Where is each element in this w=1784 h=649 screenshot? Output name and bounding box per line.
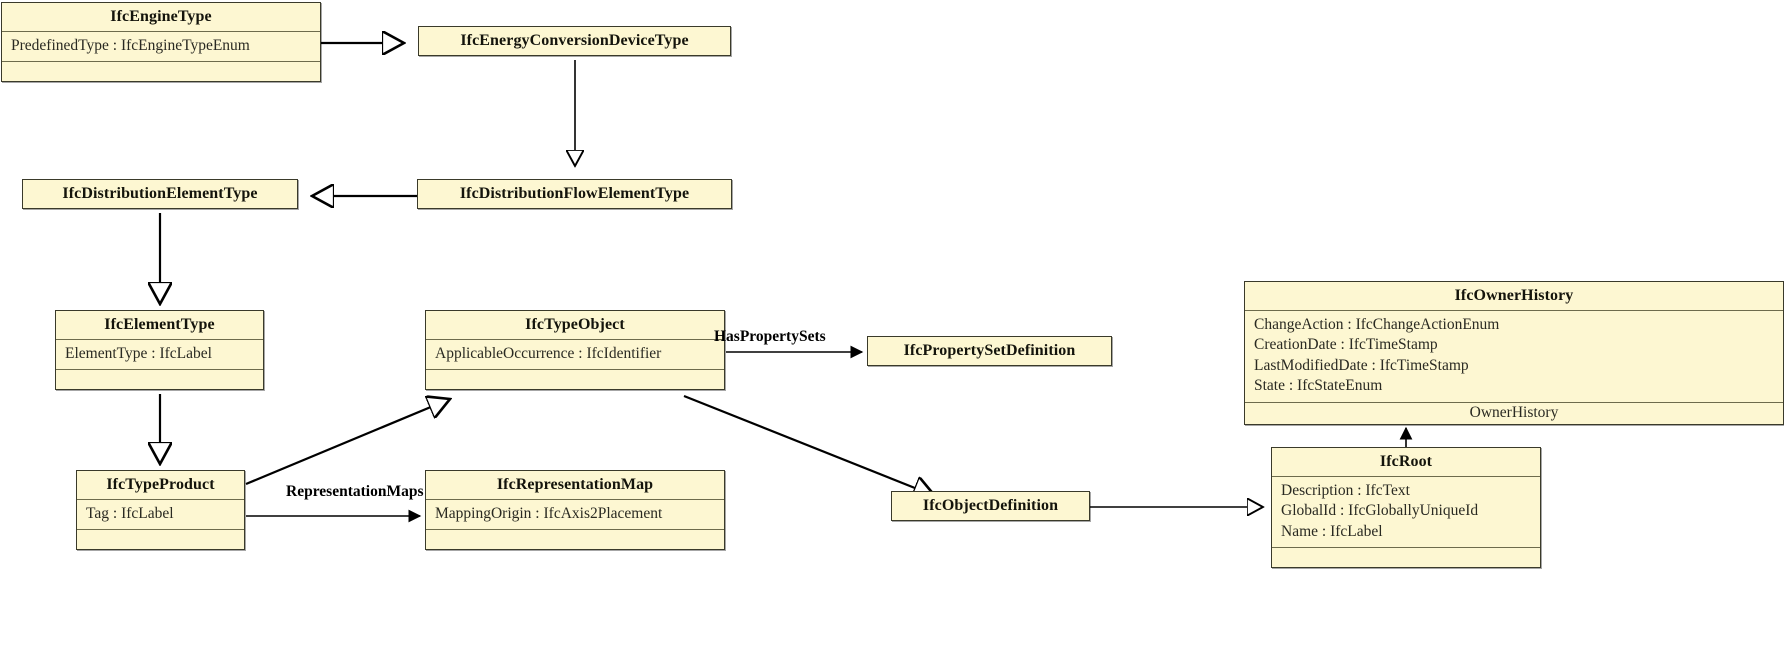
class-box-ifc-distribution-flow-element-type[interactable]: IfcDistributionFlowElementType: [417, 179, 732, 209]
compartment-divider: [56, 339, 263, 340]
class-title: IfcDistributionFlowElementType: [459, 185, 690, 202]
compartment-divider: [426, 369, 724, 371]
class-attributes: ChangeAction : IfcChangeActionEnum Creat…: [1245, 311, 1783, 402]
attribute-row: Name : IfcLabel: [1281, 522, 1383, 540]
class-attributes: ElementType : IfcLabel: [56, 340, 263, 369]
attribute-row: Description : IfcText: [1281, 482, 1410, 499]
attribute-row: State : IfcStateEnum: [1254, 377, 1383, 395]
edge-typeproduct-to-typeobject: [245, 399, 450, 486]
class-title: IfcEnergyConversionDeviceType: [460, 32, 689, 49]
class-attributes: MappingOrigin : IfcAxis2Placement: [426, 500, 724, 529]
class-title: IfcOwnerHistory: [1454, 287, 1574, 304]
class-box-ifc-property-set-definition[interactable]: IfcPropertySetDefinition: [867, 336, 1112, 366]
attribute-row: CreationDate : IfcTimeStamp: [1254, 336, 1438, 354]
empty-compartment: [1272, 548, 1540, 567]
class-box-ifc-object-definition[interactable]: IfcObjectDefinition: [891, 491, 1090, 521]
class-title: IfcPropertySetDefinition: [903, 342, 1076, 359]
class-attributes: Description : IfcText GlobalId : IfcGlob…: [1272, 477, 1540, 547]
attribute-row: LastModifiedDate : IfcTimeStamp: [1254, 356, 1469, 374]
compartment-divider: [426, 499, 724, 500]
attribute-row: MappingOrigin : IfcAxis2Placement: [435, 505, 663, 522]
compartment-divider: [426, 529, 724, 531]
class-title: IfcTypeObject: [525, 316, 625, 333]
class-title: IfcTypeProduct: [106, 476, 215, 493]
empty-compartment: [426, 530, 724, 549]
compartment-divider: [77, 499, 244, 500]
compartment-divider: [1272, 476, 1540, 477]
attribute-row: Tag : IfcLabel: [86, 505, 174, 522]
class-box-ifc-owner-history[interactable]: IfcOwnerHistory ChangeAction : IfcChange…: [1244, 281, 1784, 425]
class-box-ifc-element-type[interactable]: IfcElementType ElementType : IfcLabel: [55, 310, 264, 391]
class-title: IfcObjectDefinition: [922, 497, 1059, 514]
compartment-divider: [2, 61, 320, 63]
attribute-row: GlobalId : IfcGloballyUniqueId: [1281, 502, 1479, 520]
empty-compartment: [426, 370, 724, 389]
compartment-divider: [426, 339, 724, 340]
attribute-row: ElementType : IfcLabel: [65, 345, 212, 362]
class-box-ifc-representation-map[interactable]: IfcRepresentationMap MappingOrigin : Ifc…: [425, 470, 725, 551]
empty-compartment: [56, 370, 263, 389]
compartment-divider: [77, 529, 244, 531]
class-title: IfcEngineType: [110, 8, 212, 25]
compartment-divider: [1272, 547, 1540, 549]
class-attributes: PredefinedType : IfcEngineTypeEnum: [2, 32, 320, 61]
edge-label-representation-maps: RepresentationMaps: [286, 483, 424, 500]
class-title: IfcElementType: [104, 316, 215, 333]
compartment-divider: [1245, 310, 1783, 311]
class-box-ifc-root[interactable]: IfcRoot Description : IfcText GlobalId :…: [1271, 447, 1541, 569]
compartment-divider: [56, 369, 263, 371]
class-box-ifc-distribution-element-type[interactable]: IfcDistributionElementType: [22, 179, 298, 209]
class-box-ifc-type-object[interactable]: IfcTypeObject ApplicableOccurrence : Ifc…: [425, 310, 725, 391]
compartment-divider: [2, 31, 320, 32]
class-title: IfcRepresentationMap: [496, 476, 654, 493]
class-box-ifc-energy-conversion-device-type[interactable]: IfcEnergyConversionDeviceType: [418, 26, 731, 56]
class-title: IfcDistributionElementType: [62, 185, 258, 202]
class-attributes: Tag : IfcLabel: [77, 500, 244, 529]
attribute-row: ApplicableOccurrence : IfcIdentifier: [435, 345, 662, 362]
class-box-ifc-type-product[interactable]: IfcTypeProduct Tag : IfcLabel: [76, 470, 245, 551]
empty-compartment: [2, 62, 320, 81]
class-title: IfcRoot: [1379, 453, 1433, 470]
edge-label-has-property-sets: HasPropertySets: [714, 328, 826, 345]
class-attributes: ApplicableOccurrence : IfcIdentifier: [426, 340, 724, 369]
empty-compartment: [77, 530, 244, 549]
compartment-divider: [1245, 401, 1783, 403]
attribute-row: ChangeAction : IfcChangeActionEnum: [1254, 316, 1500, 333]
class-footer-owner-history: OwnerHistory: [1469, 403, 1559, 421]
class-box-ifc-engine-type[interactable]: IfcEngineType PredefinedType : IfcEngine…: [1, 2, 321, 83]
attribute-row: PredefinedType : IfcEngineTypeEnum: [11, 37, 250, 54]
